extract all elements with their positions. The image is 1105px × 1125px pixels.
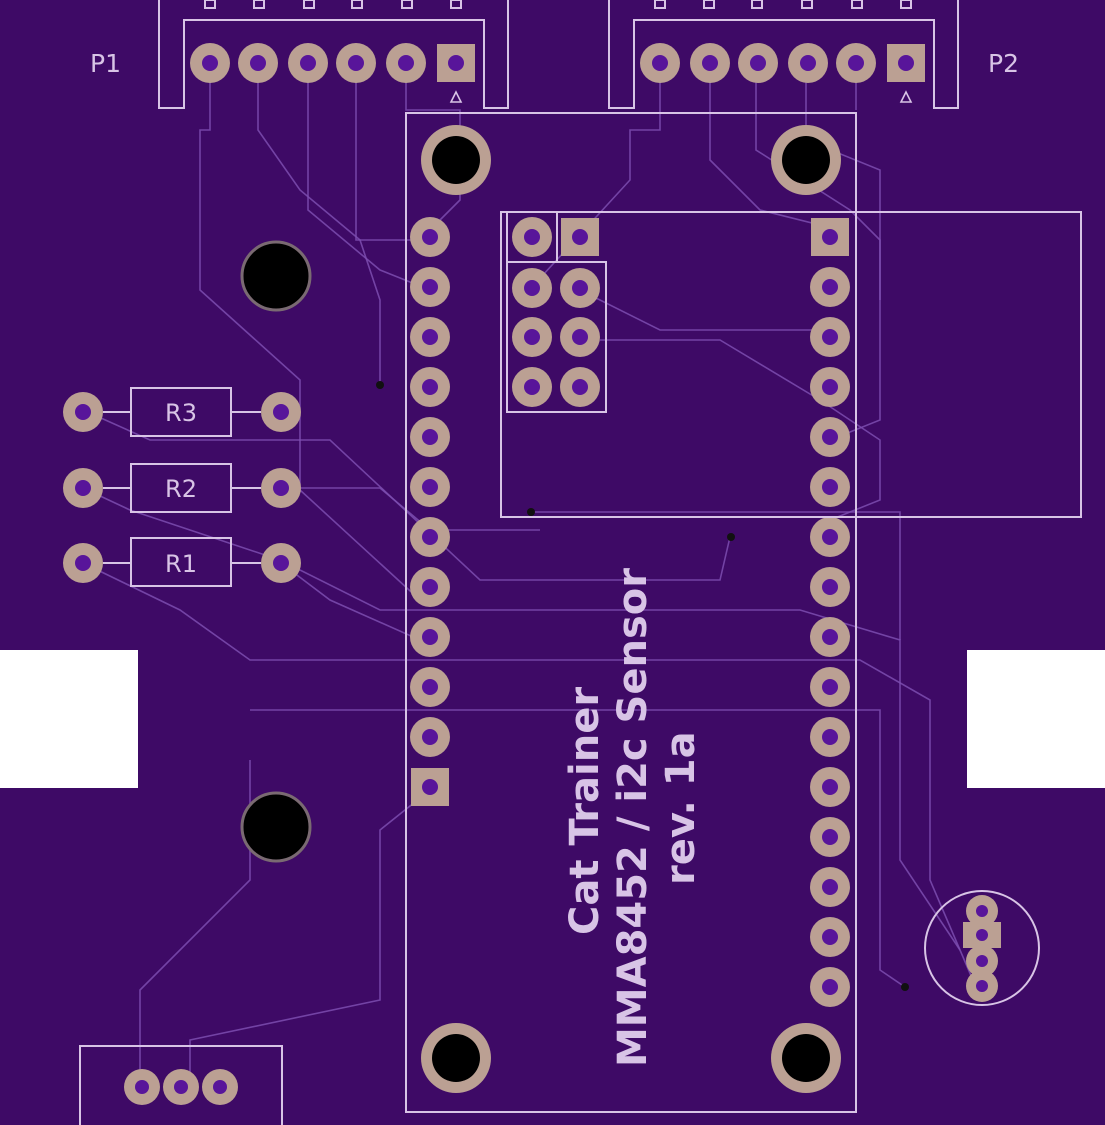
sensor-module-outline — [500, 211, 1082, 518]
resistor-r2-label: R2 — [165, 475, 197, 503]
resistor-r2 — [63, 463, 301, 513]
resistor-r3 — [63, 387, 301, 437]
connector-p2 — [608, 0, 959, 109]
bottom-3pin-connector — [79, 1045, 283, 1125]
connector-p2-label: P2 — [988, 49, 1019, 78]
traces — [82, 63, 976, 1085]
board-title-block: Cat Trainer MMA8452 / i2c Sensor rev. 1a — [562, 568, 704, 1067]
module-header-right — [810, 218, 850, 1007]
module-outline — [405, 112, 857, 1113]
title-line-1: Cat Trainer — [562, 687, 608, 935]
title-line-2: MMA8452 / i2c Sensor — [610, 568, 656, 1067]
round-component-footprint — [924, 890, 1040, 1006]
resistor-r3-label: R3 — [165, 399, 197, 427]
connector-p1-label: P1 — [90, 49, 121, 78]
module-mounting-holes — [421, 125, 841, 1093]
connector-p1 — [158, 0, 509, 109]
vias — [376, 381, 909, 991]
module-header-left — [410, 217, 450, 806]
resistor-r1-label: R1 — [165, 550, 197, 578]
resistor-r1 — [63, 537, 301, 587]
title-line-3: rev. 1a — [658, 731, 704, 885]
board-mounting-hole-top — [240, 240, 312, 312]
sensor-header — [506, 211, 607, 413]
board-mounting-hole-bottom — [240, 791, 312, 863]
